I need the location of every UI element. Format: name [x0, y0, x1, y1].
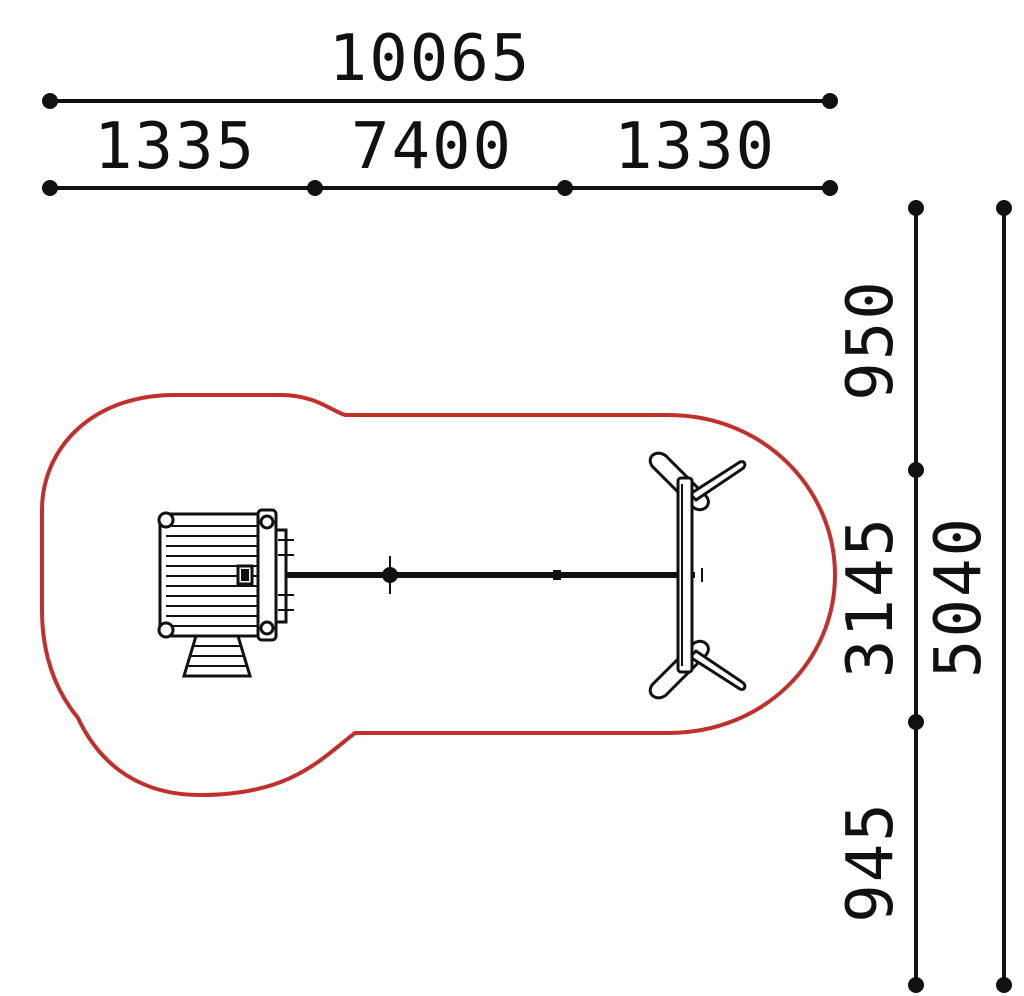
- dim-dot: [307, 180, 323, 196]
- dim-dot: [822, 93, 838, 109]
- dim-dot: [42, 180, 58, 196]
- safety-zone-outline: [40, 393, 838, 798]
- dim-dot: [908, 714, 924, 730]
- dim-right-middle-label: 3145: [834, 516, 908, 678]
- dim-top-right-label: 1330: [614, 110, 776, 184]
- top-dimensions: 10065 1335 7400 1330: [42, 22, 838, 196]
- cable-clamp: [553, 570, 561, 580]
- dim-right-lower-label: 945: [834, 801, 908, 923]
- dim-dot: [908, 977, 924, 993]
- dim-dot: [908, 462, 924, 478]
- dim-dot: [42, 93, 58, 109]
- frame-post: [259, 620, 275, 636]
- frame-crossbar: [676, 476, 694, 674]
- dim-right-upper-label: 950: [834, 279, 908, 401]
- dim-top-left-label: 1335: [94, 110, 256, 184]
- end-frame: [648, 451, 747, 700]
- frame-post: [259, 514, 275, 530]
- corner-post: [157, 511, 175, 529]
- dim-dot: [557, 180, 573, 196]
- dim-dot: [908, 200, 924, 216]
- rail-bar: [274, 528, 288, 624]
- dim-dot: [822, 180, 838, 196]
- dim-right-total-label: 5040: [922, 516, 996, 678]
- corner-post: [157, 621, 175, 639]
- dim-top-total-label: 10065: [329, 22, 532, 96]
- dim-dot: [996, 200, 1012, 216]
- frame-leg: [687, 649, 747, 691]
- right-dimensions: 950 3145 945 5040: [834, 200, 1012, 993]
- handle-block-core: [241, 569, 249, 581]
- dim-dot: [996, 977, 1012, 993]
- dim-top-middle-label: 7400: [351, 110, 513, 184]
- frame-leg: [687, 460, 747, 502]
- cable-beam: [286, 556, 703, 594]
- platform-unit: [157, 508, 294, 678]
